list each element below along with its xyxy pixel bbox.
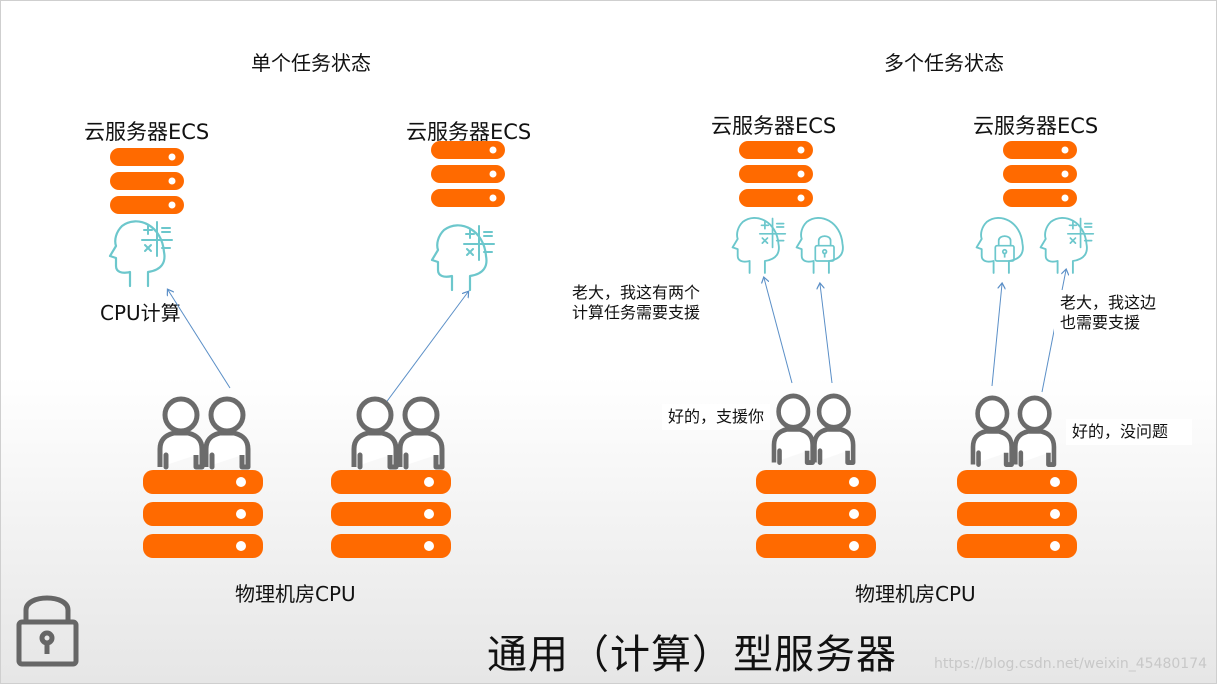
bubble-request-1-line1: 老大，我这有两个 [572,283,701,302]
ecs-label-2: 云服务器ECS [406,120,532,144]
head-compute-icon [1039,216,1095,274]
user-pair-icon [354,399,442,467]
ecs-label-3: 云服务器ECS [711,114,837,138]
physical-cpu-label-right: 物理机房CPU [855,582,976,606]
watermark: https://blog.csdn.net/weixin_45480174 [934,656,1208,672]
bubble-request-2-line2: 也需要支援 [1060,313,1141,332]
user-pair-icon [774,396,853,463]
server-icon [957,470,1077,558]
physical-cpu-label-left: 物理机房CPU [235,582,356,606]
head-lock-icon [795,216,844,274]
ecs-label-4: 云服务器ECS [973,114,1099,138]
head-lock-icon [975,216,1024,274]
head-compute-icon [430,224,495,292]
bubble-request-1: 老大，我这有两个 计算任务需要支援 [566,280,744,326]
heading-single-task: 单个任务状态 [251,51,371,75]
slide-title: 通用（计算）型服务器 [487,632,897,678]
bubble-reply-1: 好的，支援你 [662,404,771,430]
bubble-reply-2: 好的，没问题 [1066,419,1192,445]
server-icon [739,141,813,207]
padlock-icon [16,595,79,667]
server-icon [331,470,451,558]
server-icon [110,148,184,214]
bubble-request-2-line1: 老大，我这边 [1060,293,1157,312]
server-icon [431,141,505,207]
head-compute-icon [731,216,787,274]
user-pair-icon [973,398,1054,465]
head-compute-icon [108,220,173,288]
bubble-request-1-line2: 计算任务需要支援 [572,303,701,322]
server-icon [756,470,876,558]
bubble-request-2: 老大，我这边 也需要支援 [1054,290,1196,336]
user-pair-icon [160,399,248,467]
heading-multi-task: 多个任务状态 [884,51,1004,75]
server-icon [1003,141,1077,207]
cpu-compute-label: CPU计算 [100,301,181,325]
ecs-label-1: 云服务器ECS [84,120,210,144]
server-icon [143,470,263,558]
